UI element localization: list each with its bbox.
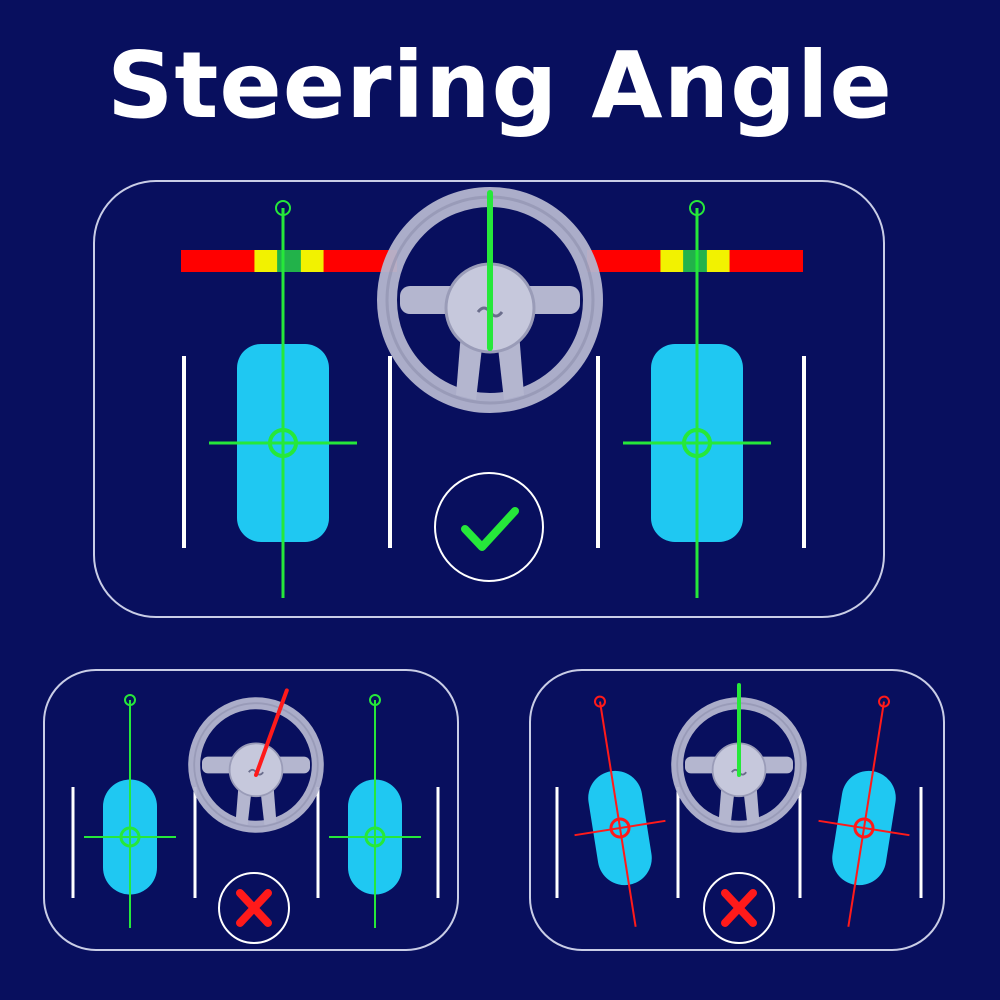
marker-icon xyxy=(124,694,136,706)
marker-icon xyxy=(878,695,891,708)
alignment-line xyxy=(598,701,637,927)
steering-wheel-icon xyxy=(188,697,324,833)
alignment-gauge xyxy=(181,250,397,272)
check-icon xyxy=(461,507,519,551)
panel-frame xyxy=(93,180,885,618)
right-tire xyxy=(623,200,771,598)
target-icon xyxy=(609,817,631,839)
target-icon xyxy=(268,428,298,458)
x-icon xyxy=(721,889,757,927)
alignment-line xyxy=(847,701,886,927)
marker-icon xyxy=(275,200,291,216)
panel-wrong-steering xyxy=(43,669,459,951)
marker-icon xyxy=(593,695,606,708)
status-ring xyxy=(703,872,775,944)
target-icon xyxy=(364,826,386,848)
panel-correct xyxy=(93,180,885,618)
target-icon xyxy=(682,428,712,458)
status-ring xyxy=(218,872,290,944)
page-title: Steering Angle xyxy=(107,32,893,139)
right-tire xyxy=(818,695,910,927)
cross-line xyxy=(574,819,666,837)
panel-wrong-toe xyxy=(529,669,945,951)
left-tire xyxy=(574,695,666,927)
status-error-badge xyxy=(703,872,775,944)
steering-indicator-line xyxy=(254,688,289,777)
target-icon xyxy=(119,826,141,848)
panel-frame xyxy=(529,669,945,951)
alignment-gauge xyxy=(587,250,803,272)
marker-icon xyxy=(689,200,705,216)
marker-icon xyxy=(369,694,381,706)
panel-frame xyxy=(43,669,459,951)
status-ok-badge xyxy=(434,472,544,582)
left-tire xyxy=(84,694,176,928)
status-error-badge xyxy=(218,872,290,944)
right-tire xyxy=(329,694,421,928)
x-icon xyxy=(236,889,272,927)
left-tire xyxy=(209,200,357,598)
cross-line xyxy=(818,819,910,837)
target-icon xyxy=(853,817,875,839)
status-ring xyxy=(434,472,544,582)
